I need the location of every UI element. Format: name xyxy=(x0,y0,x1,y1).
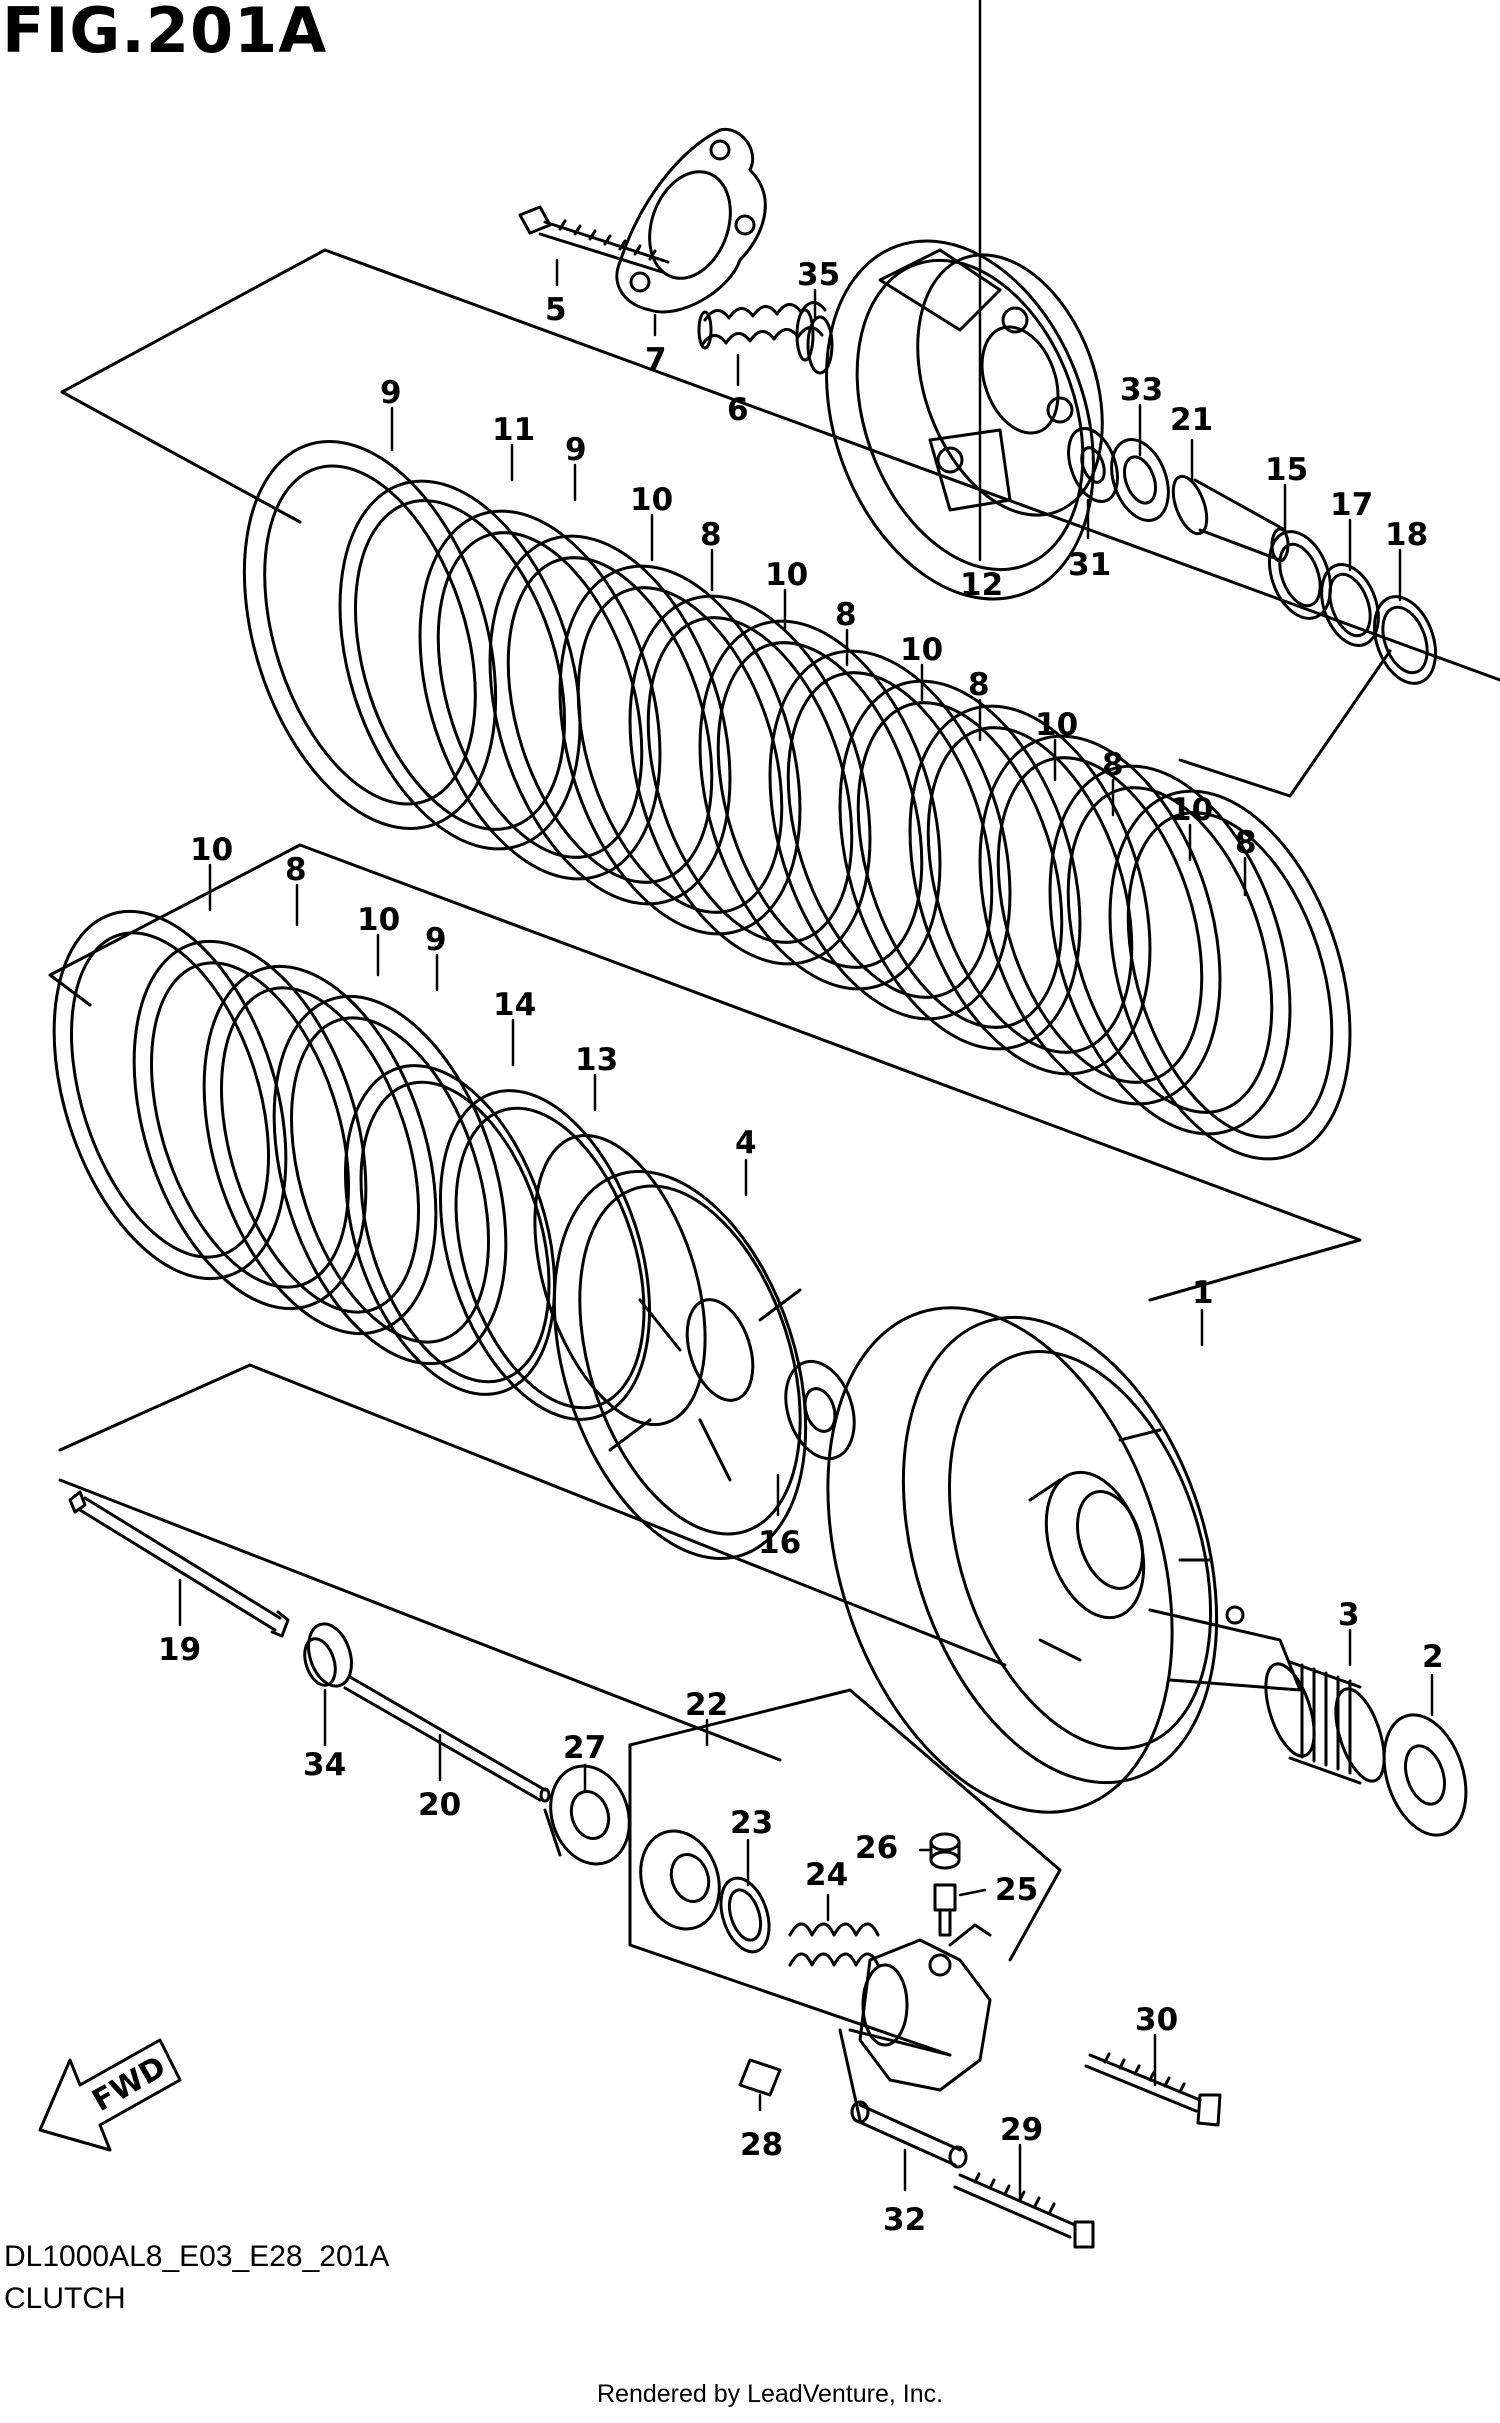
ring-17 xyxy=(1320,563,1380,647)
washer-16 xyxy=(784,1359,856,1461)
callout-33: 33 xyxy=(1120,372,1163,408)
callout-26: 26 xyxy=(855,1830,898,1866)
push-rod-19 xyxy=(68,1490,290,1638)
bearing-22-inner xyxy=(639,1829,721,1931)
callout-8c: 8 xyxy=(968,667,990,703)
oil-seal-34 xyxy=(303,1622,353,1688)
release-assembly-box xyxy=(628,1688,1062,2122)
ring-23 xyxy=(719,1876,771,1954)
callout-3: 3 xyxy=(1338,1597,1360,1633)
callout-12: 12 xyxy=(960,567,1003,603)
spring-24 xyxy=(788,1922,880,1967)
dowel-pin-28 xyxy=(738,2058,782,2097)
section-name: CLUTCH xyxy=(4,2282,126,2315)
bolt-29 xyxy=(953,2172,1095,2249)
sleeve-hub-4 xyxy=(533,1133,808,1561)
bearing-plate-7 xyxy=(615,127,767,314)
callout-labels: 1 2 3 4 5 6 7 8 8 8 8 8 8 8 9 9 9 10 10 … xyxy=(158,257,1444,2238)
callout-1: 1 xyxy=(1192,1275,1214,1311)
model-code: DL1000AL8_E03_E28_201A xyxy=(4,2240,390,2273)
callout-10f: 10 xyxy=(190,832,233,868)
callout-25: 25 xyxy=(995,1872,1038,1908)
callout-8d: 8 xyxy=(1102,747,1124,783)
callout-18: 18 xyxy=(1385,517,1428,553)
middle-group-outline xyxy=(48,843,1362,1302)
release-cylinder-body xyxy=(858,1923,992,2092)
callout-34: 34 xyxy=(303,1747,346,1783)
spring-seat-13 xyxy=(438,1089,652,1421)
callout-5: 5 xyxy=(545,292,567,328)
bleeder-25 xyxy=(933,1883,957,1937)
callout-14: 14 xyxy=(493,987,536,1023)
render-credit: Rendered by LeadVenture, Inc. xyxy=(597,2380,944,2408)
pin-32 xyxy=(850,2100,968,2169)
callout-10b: 10 xyxy=(765,557,808,593)
washer-18 xyxy=(1373,595,1437,685)
callout-10e: 10 xyxy=(1170,792,1213,828)
callout-10g: 10 xyxy=(357,902,400,938)
clutch-housing-1 xyxy=(826,1306,1302,1814)
callout-22: 22 xyxy=(685,1687,728,1723)
callout-6: 6 xyxy=(727,392,749,428)
pressure-plate-12 xyxy=(825,239,1104,601)
bearing-33 xyxy=(1110,438,1170,522)
callout-9b: 9 xyxy=(565,432,587,468)
callout-11: 11 xyxy=(492,412,535,448)
callout-16: 16 xyxy=(758,1525,801,1561)
callout-9c: 9 xyxy=(425,922,447,958)
callout-27: 27 xyxy=(563,1730,606,1766)
leader-lines xyxy=(178,0,1434,2202)
callout-15: 15 xyxy=(1265,452,1308,488)
callout-24: 24 xyxy=(805,1857,848,1893)
callout-10a: 10 xyxy=(630,482,673,518)
callout-8b: 8 xyxy=(835,597,857,633)
fwd-arrow-icon: FWD xyxy=(38,2038,182,2152)
upper-group-outline xyxy=(60,248,1500,798)
callout-30: 30 xyxy=(1135,2002,1178,2038)
bearing-27 xyxy=(543,1764,631,1866)
callout-4: 4 xyxy=(735,1125,757,1161)
callout-28: 28 xyxy=(740,2127,783,2163)
callout-32: 32 xyxy=(883,2202,926,2238)
callout-9a: 9 xyxy=(380,375,402,411)
thrust-washer-2 xyxy=(1382,1713,1468,1837)
callout-8f: 8 xyxy=(285,852,307,888)
cap-26 xyxy=(929,1832,961,1870)
callout-8a: 8 xyxy=(700,517,722,553)
callout-19: 19 xyxy=(158,1632,201,1668)
lower-group-outline xyxy=(58,1363,1007,1762)
figure-title: FIG.201A xyxy=(2,0,328,67)
lower-plate-stack xyxy=(52,909,508,1366)
callout-8e: 8 xyxy=(1235,825,1257,861)
bolt-30 xyxy=(1084,2052,1222,2127)
callout-35: 35 xyxy=(797,257,840,293)
bearing-15 xyxy=(1268,530,1332,620)
callout-31: 31 xyxy=(1068,547,1111,583)
callout-7: 7 xyxy=(645,342,667,378)
callout-17: 17 xyxy=(1330,487,1373,523)
callout-20: 20 xyxy=(418,1787,461,1823)
callout-10c: 10 xyxy=(900,632,943,668)
circlip-35 xyxy=(806,315,834,375)
callout-10d: 10 xyxy=(1035,707,1078,743)
bolt-5 xyxy=(518,205,670,274)
needle-bearing-3 xyxy=(1264,1660,1386,1785)
callout-2: 2 xyxy=(1422,1639,1444,1675)
push-rod-20 xyxy=(343,1675,551,1803)
callout-23: 23 xyxy=(730,1805,773,1841)
spring-6 xyxy=(697,301,827,362)
callout-21: 21 xyxy=(1170,402,1213,438)
upper-plate-stack xyxy=(242,439,1352,1161)
callout-13: 13 xyxy=(575,1042,618,1078)
callout-29: 29 xyxy=(1000,2112,1043,2148)
